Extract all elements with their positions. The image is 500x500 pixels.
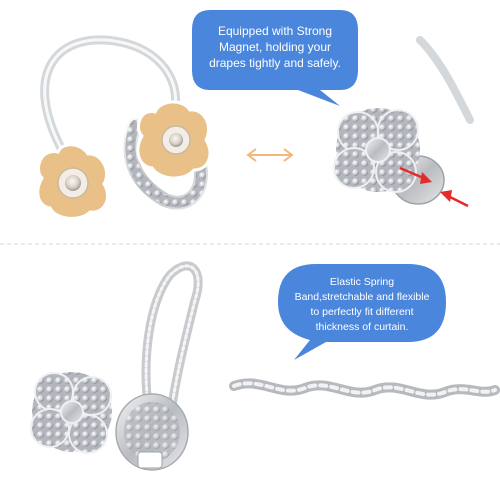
callout-magnet-line-3: drapes tightly and safely. bbox=[209, 56, 341, 70]
callout-elastic: Elastic Spring Band,stretchable and flex… bbox=[276, 262, 448, 360]
magnet-plate-left bbox=[36, 143, 109, 220]
spring-band-closeup bbox=[229, 378, 500, 400]
rhinestone-chain bbox=[123, 118, 208, 210]
double-arrow-icon bbox=[246, 148, 294, 162]
speech-bubble-icon bbox=[278, 264, 446, 360]
speech-bubble-icon bbox=[192, 10, 358, 106]
callout-elastic-line-1: Elastic Spring bbox=[329, 276, 395, 288]
flower-brooch-closed bbox=[333, 36, 474, 208]
perforated-magnet-disc bbox=[115, 393, 189, 471]
callout-magnet: Equipped with Strong Magnet, holding you… bbox=[190, 8, 360, 106]
callout-magnet-line-1: Equipped with Strong bbox=[217, 24, 333, 38]
callout-magnet-line-2: Magnet, holding your bbox=[218, 40, 332, 54]
callout-elastic-line-4: thickness of curtain. bbox=[315, 321, 409, 333]
callout-elastic-line-3: to perfectly fit different bbox=[310, 306, 414, 318]
tieback-closed-with-loop bbox=[30, 261, 203, 471]
tieback-open bbox=[36, 35, 212, 220]
magnet-plate-right bbox=[136, 100, 212, 180]
red-pointer-arrow-icon bbox=[399, 166, 469, 208]
callout-elastic-line-2: Band,stretchable and flexible bbox=[294, 291, 430, 303]
